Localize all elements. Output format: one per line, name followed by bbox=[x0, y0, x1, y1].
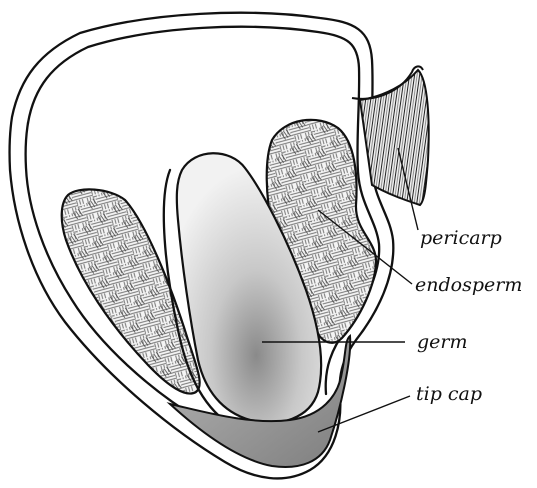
label-endosperm: endosperm bbox=[415, 274, 522, 296]
label-pericarp: pericarp bbox=[420, 227, 502, 249]
label-tip-cap: tip cap bbox=[416, 383, 482, 405]
label-germ: germ bbox=[417, 331, 468, 353]
